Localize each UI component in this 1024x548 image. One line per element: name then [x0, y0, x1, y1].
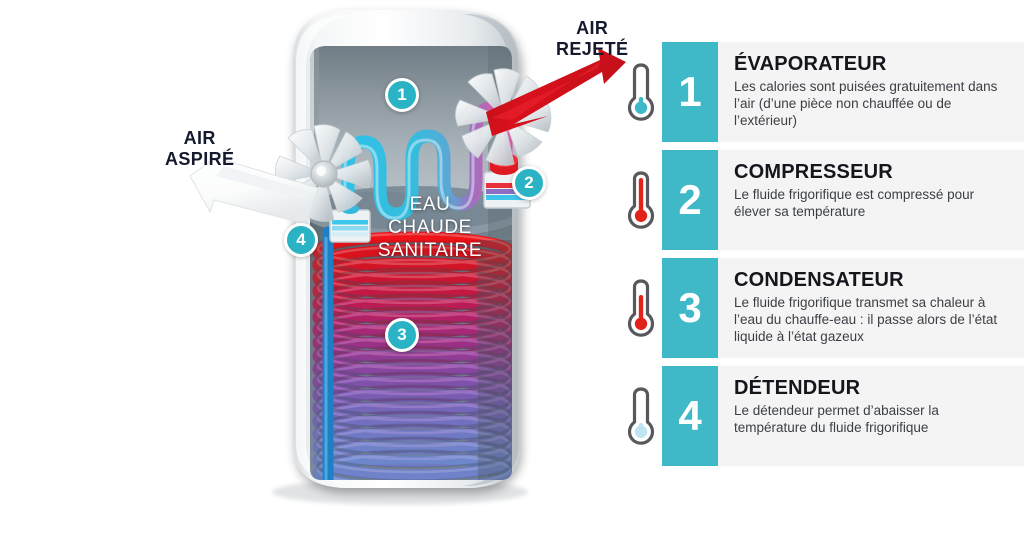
step-number-4: 4 [662, 366, 718, 466]
step-title-4: DÉTENDEUR [734, 377, 861, 399]
steps-list: 1 ÉVAPORATEUR Les calories sont puisées … [620, 42, 1024, 474]
step-item-detendeur[interactable]: 4 DÉTENDEUR Le détendeur permet d’abaiss… [620, 366, 1024, 466]
diagram-badge-4[interactable]: 4 [284, 223, 318, 257]
thermometer-icon [627, 171, 655, 229]
step-number-3: 3 [662, 258, 718, 358]
step-description-4: Le détendeur permet d’abaisser la tempér… [734, 403, 939, 435]
step-number-1: 1 [662, 42, 718, 142]
air-exhaust-label: AIR REJETÉ [556, 18, 629, 59]
hot-water-tank-label: EAU CHAUDE SANITAIRE [377, 194, 483, 261]
thermometer-slot-2 [620, 150, 662, 250]
thermometer-icon [627, 279, 655, 337]
step-item-condensateur[interactable]: 3 CONDENSATEUR Le fluide frigorifique tr… [620, 258, 1024, 358]
step-content-2: COMPRESSEUR Le fluide frigorifique est c… [718, 150, 1024, 250]
heat-pump-water-heater-illustration: AIR REJETÉ AIR ASPIRÉ EAU CHAUDE SANITAI… [165, 10, 629, 505]
thermometer-slot-3 [620, 258, 662, 358]
step-title-1: ÉVAPORATEUR [734, 53, 887, 75]
thermometer-slot-1 [620, 42, 662, 142]
step-title-2: COMPRESSEUR [734, 161, 893, 183]
diagram-badge-2[interactable]: 2 [512, 166, 546, 200]
step-item-compresseur[interactable]: 2 COMPRESSEUR Le fluide frigorifique est… [620, 150, 1024, 250]
step-title-3: CONDENSATEUR [734, 269, 904, 291]
air-intake-arrow [189, 148, 319, 225]
air-intake-label: AIR ASPIRÉ [165, 128, 235, 169]
thermometer-icon [627, 387, 655, 445]
expansion-valve-pipe [322, 226, 334, 480]
step-description-1: Les calories sont puisées gratuitement d… [734, 79, 998, 128]
diagram-badge-3[interactable]: 3 [385, 318, 419, 352]
step-description-3: Le fluide frigorifique transmet sa chale… [734, 295, 998, 344]
evaporator-connector-block [329, 200, 371, 243]
step-item-evaporateur[interactable]: 1 ÉVAPORATEUR Les calories sont puisées … [620, 42, 1024, 142]
intake-fan-icon [275, 124, 372, 222]
step-description-2: Le fluide frigorifique est compressé pou… [734, 187, 975, 219]
illustration-svg [189, 10, 626, 505]
thermometer-icon [627, 63, 655, 121]
diagram-badge-1[interactable]: 1 [385, 78, 419, 112]
condenser-coil-stack [310, 231, 512, 480]
step-number-2: 2 [662, 150, 718, 250]
step-content-3: CONDENSATEUR Le fluide frigorifique tran… [718, 258, 1024, 358]
step-content-1: ÉVAPORATEUR Les calories sont puisées gr… [718, 42, 1024, 142]
thermometer-slot-4 [620, 366, 662, 466]
air-exhaust-arrow [486, 48, 626, 136]
step-content-4: DÉTENDEUR Le détendeur permet d’abaisser… [718, 366, 1024, 466]
